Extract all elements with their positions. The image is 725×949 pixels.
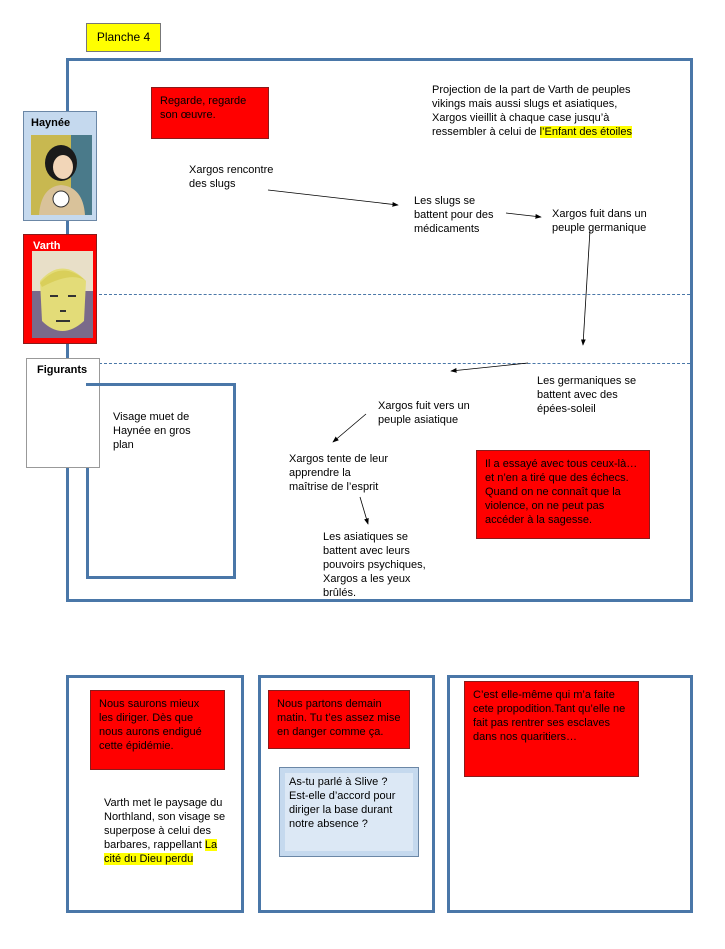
bottom-panel-1 <box>66 675 244 913</box>
arrow <box>267 189 399 207</box>
inner-panel-left <box>86 468 89 579</box>
speech-bubble: Nous partons demain matin. Tu t’es assez… <box>268 690 410 749</box>
arrow <box>450 362 529 373</box>
blue-speech-bubble: As-tu parlé à Slive ? Est-elle d’accord … <box>279 767 419 857</box>
projection-note: Projection de la part de Varth de peuple… <box>432 83 652 139</box>
arrow <box>580 229 591 346</box>
panel-description: Varth met le paysage du Northland, son v… <box>104 796 229 866</box>
character-name: Varth <box>33 240 61 252</box>
divider-line <box>99 294 690 295</box>
step-1: Xargos rencontre des slugs <box>189 164 274 190</box>
arrow <box>505 212 542 219</box>
planche-label: Planche 4 <box>86 23 161 52</box>
step-7: Les asiatiques se battent avec leurs pou… <box>323 531 426 599</box>
bottom-panel-3 <box>447 675 693 913</box>
haynee-portrait <box>31 135 92 215</box>
step-5: Xargos fuit vers un peuple asiatique <box>378 400 470 426</box>
highlighted-reference: l’Enfant des étoiles <box>539 126 632 138</box>
speech-bubble: Nous saurons mieux les diriger. Dès que … <box>90 690 225 770</box>
bottom-panel-2 <box>258 675 435 913</box>
inner-panel <box>86 383 236 579</box>
step-6: Xargos tente de leur apprendre la maîtri… <box>289 453 389 493</box>
speech-bubble: Regarde, regarde son œuvre. <box>151 87 269 139</box>
arrow <box>359 496 369 525</box>
character-card-varth: Varth <box>23 234 97 344</box>
character-card-haynee: Haynée <box>23 111 97 221</box>
speech-bubble: C’est elle-même qui m’a faite cete propo… <box>464 681 639 777</box>
blue-bubble-text: As-tu parlé à Slive ? Est-elle d’accord … <box>285 773 413 851</box>
character-card-figurants: Figurants <box>26 358 100 468</box>
character-name: Figurants <box>37 364 88 376</box>
arrow <box>332 413 367 443</box>
step-2: Les slugs se battent pour des médicament… <box>414 195 494 235</box>
projection-text: Projection de la part de Varth de peuple… <box>432 84 631 138</box>
step-3: Xargos fuit dans un peuple germanique <box>552 208 647 234</box>
speech-bubble: Il a essayé avec tous ceux-là… et n’en a… <box>476 450 650 539</box>
description-text: Varth met le paysage du Northland, son v… <box>104 797 226 851</box>
divider-line <box>99 363 690 364</box>
step-4: Les germaniques se battent avec des épée… <box>537 375 637 415</box>
varth-portrait <box>32 251 93 338</box>
character-name: Haynée <box>31 117 71 129</box>
inner-panel-text: Visage muet de Haynée en gros plan <box>113 411 191 451</box>
